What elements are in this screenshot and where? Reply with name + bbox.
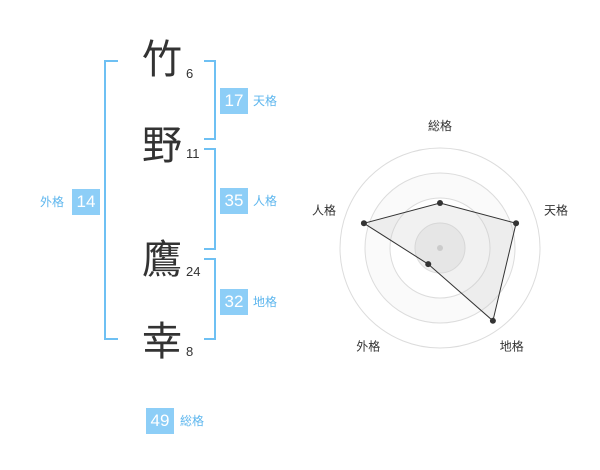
jinkaku-value: 35 [220,188,248,214]
radar-rings [339,147,541,349]
tenkaku-label: 天格 [253,94,278,108]
stroke-count-3: 24 [186,264,201,279]
radar-axis-label: 外格 [356,339,380,354]
radar-point [425,261,432,268]
tenkaku-bracket [204,60,216,140]
stroke-count-4: 8 [186,344,194,359]
soukaku-label: 総格 [180,414,205,428]
name-char-3: 鷹 [142,237,182,283]
gaikaku-label: 外格 [40,195,65,209]
radar-point [489,317,496,324]
chikaku-label: 地格 [253,295,278,309]
radar-point [513,220,520,227]
stroke-count-2: 11 [186,146,200,161]
gaikaku-value: 14 [72,189,100,215]
radar-point [437,200,443,206]
radar-axis-label: 地格 [500,339,524,354]
radar-axis-label: 人格 [312,202,336,217]
stroke-count-1: 6 [186,66,194,81]
soukaku-value: 49 [146,408,174,434]
radar-center-dot [437,245,443,251]
radar-axis-label: 総格 [428,118,452,133]
jinkaku-bracket [204,148,216,250]
radar-axis-label: 天格 [544,202,568,217]
tenkaku-value: 17 [220,88,248,114]
radar-point [360,220,367,227]
gaikaku-bracket [104,60,118,340]
radar-polygon [362,202,517,322]
chikaku-bracket [204,258,216,340]
chikaku-value: 32 [220,289,248,315]
name-char-2: 野 [142,123,182,169]
name-char-1: 竹 [142,37,182,83]
jinkaku-label: 人格 [253,194,278,208]
radar-points [360,200,520,324]
name-char-4: 幸 [142,319,182,365]
